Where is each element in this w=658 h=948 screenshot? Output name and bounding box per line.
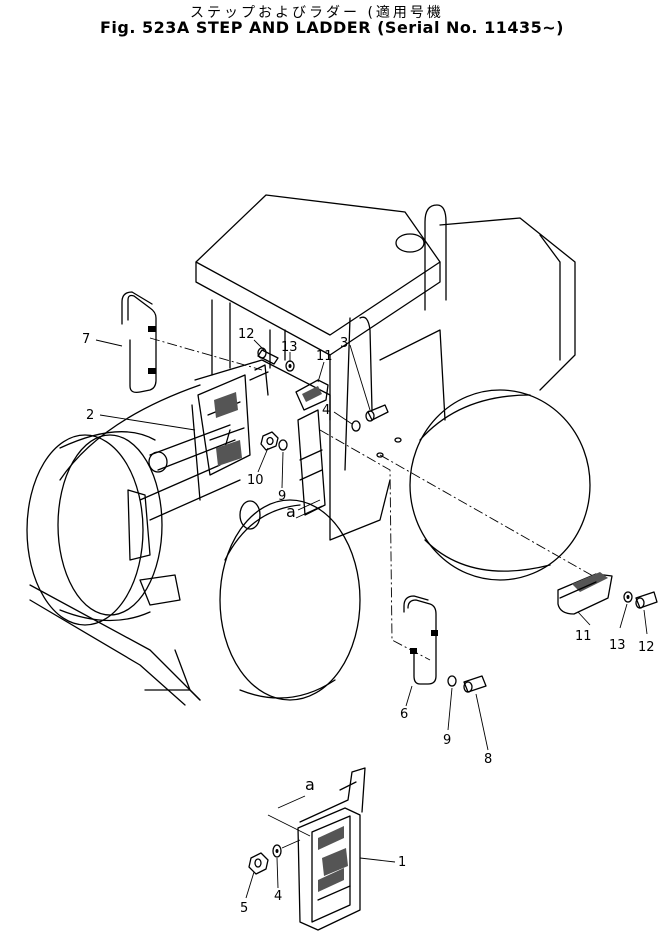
callout-2: 2 — [86, 408, 94, 423]
callout-5: 5 — [240, 901, 248, 916]
handrail-part-7 — [121, 291, 157, 394]
callout-a-top: a — [286, 502, 296, 521]
callout-10: 10 — [247, 473, 264, 488]
callout-3: 3 — [340, 336, 348, 351]
exploded-bracket-set-right — [557, 572, 658, 615]
callout-7: 7 — [82, 332, 90, 347]
callout-1: 1 — [398, 855, 406, 870]
callout-a-bottom: a — [305, 775, 315, 794]
callout-6: 6 — [400, 707, 408, 722]
callout-11-right: 11 — [575, 629, 592, 644]
leader-lines — [95, 339, 648, 899]
callout-9-right: 9 — [443, 733, 451, 748]
callout-4-top: 4 — [322, 403, 330, 418]
callout-11-top: 11 — [316, 349, 333, 364]
machine-body — [26, 194, 591, 706]
callout-12-top: 12 — [238, 327, 255, 342]
callout-13-top: 13 — [281, 340, 298, 355]
figure-title-japanese: ステップおよびラダー (適用号機 — [190, 5, 444, 21]
callout-13-right: 13 — [609, 638, 626, 653]
callout-9-top: 9 — [278, 489, 286, 504]
exploded-step-set — [248, 767, 366, 931]
callout-4-bottom: 4 — [274, 889, 282, 904]
ladder-part-2-mounted — [191, 364, 269, 501]
callout-12-right: 12 — [638, 640, 655, 655]
callout-labels: 7 2 12 13 11 3 4 10 9 a 11 13 12 6 9 8 a… — [82, 327, 655, 916]
bracket-part-11-mounted — [295, 379, 329, 411]
step-bracket-mounted — [297, 409, 326, 516]
figure-title: Fig. 523A STEP AND LADDER (Serial No. 11… — [100, 18, 564, 37]
callout-8: 8 — [484, 752, 492, 767]
exploded-handrail-set — [403, 595, 487, 693]
fasteners-cab — [257, 347, 402, 458]
